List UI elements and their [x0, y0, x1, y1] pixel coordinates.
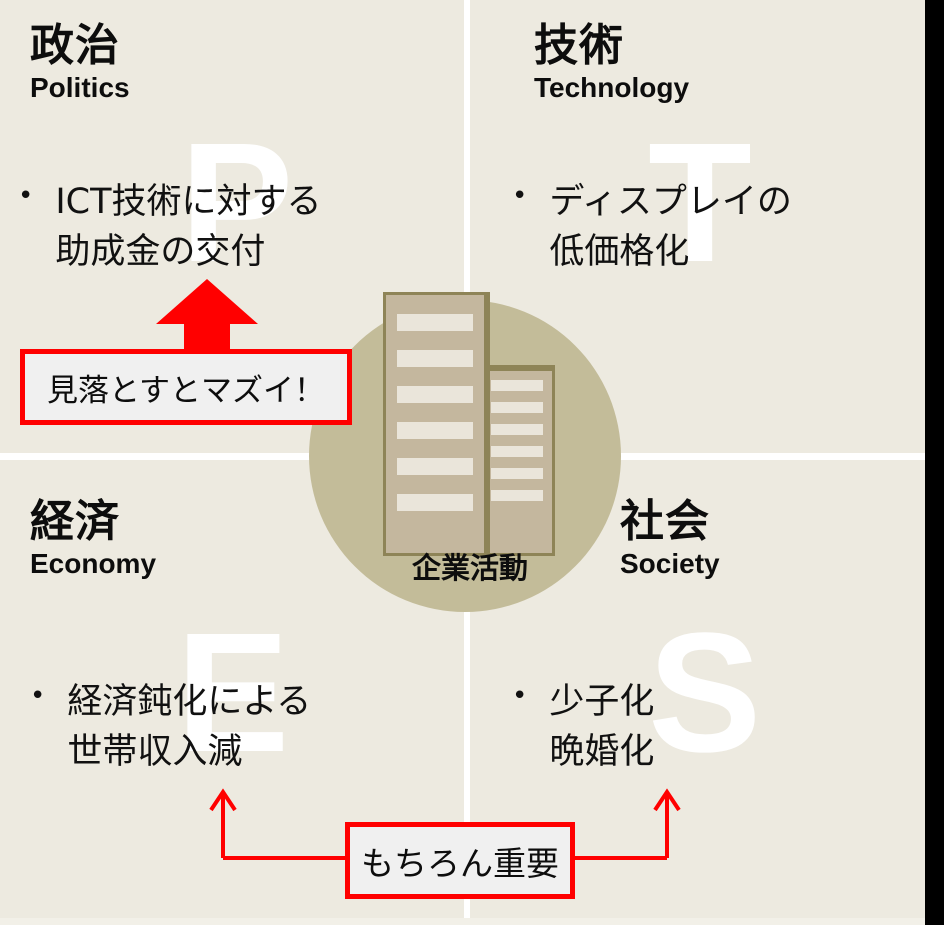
quadrant-economy-title-jp: 経済	[30, 497, 120, 546]
bullet-line: ICT技術に対する	[55, 182, 322, 222]
office-building-icon	[383, 292, 555, 556]
bullet-marker: •	[30, 681, 46, 711]
bullet-line: 助成金の交付	[55, 231, 266, 272]
bottom-strip	[0, 918, 925, 925]
bullet-marker: •	[18, 181, 34, 211]
bullet-line: 世帯収入減	[67, 731, 243, 772]
quadrant-politics-title-en: Politics	[30, 71, 130, 103]
thick-up-arrow-icon	[156, 279, 258, 359]
quadrant-politics-bullet-text: ICT技術に対する 助成金の交付	[55, 178, 448, 277]
quadrant-economy-heading: 経済 Economy	[30, 498, 156, 579]
bullet-line: 経済鈍化による	[67, 682, 312, 722]
quadrant-technology-bullet: • ディスプレイの 低価格化	[512, 178, 932, 277]
bullet-line: ディスプレイの	[549, 182, 792, 222]
quadrant-society-title-jp: 社会	[620, 497, 710, 546]
right-black-band	[925, 0, 944, 925]
quadrant-economy-bullet-text: 経済鈍化による 世帯収入減	[67, 678, 460, 777]
center-building-label: 企業活動	[411, 553, 528, 585]
callout-top[interactable]: 見落とすとマズイ！	[20, 349, 352, 425]
quadrant-society-bullet-text: 少子化 晩婚化	[549, 678, 912, 777]
quadrant-technology-title-jp: 技術	[534, 21, 624, 70]
watermark-letter-p: P	[180, 108, 294, 298]
bullet-line: 少子化	[549, 682, 655, 722]
bullet-marker: •	[512, 181, 528, 211]
quadrant-politics-bullet: • ICT技術に対する 助成金の交付	[18, 178, 448, 277]
quadrant-society-bullet: • 少子化 晩婚化	[512, 678, 912, 777]
quadrant-technology-heading: 技術 Technology	[534, 22, 689, 103]
quadrant-technology-bullet-text: ディスプレイの 低価格化	[549, 178, 932, 277]
callout-bottom[interactable]: もちろん重要	[345, 822, 575, 899]
quadrant-society-title-en: Society	[620, 547, 720, 579]
quadrant-technology-title-en: Technology	[534, 71, 690, 103]
watermark-letter-s: S	[648, 598, 762, 788]
watermark-letter-e: E	[176, 598, 290, 788]
quadrant-politics-heading: 政治 Politics	[30, 22, 130, 103]
quadrant-economy-title-en: Economy	[30, 547, 157, 579]
callout-bottom-text: もちろん重要	[361, 843, 559, 883]
watermark-letter-t: T	[648, 108, 752, 298]
quadrant-society-heading: 社会 Society	[620, 498, 720, 579]
quadrant-economy-bullet: • 経済鈍化による 世帯収入減	[30, 678, 460, 777]
quadrant-politics-title-jp: 政治	[30, 21, 120, 70]
callout-top-text: 見落とすとマズイ！	[46, 372, 326, 409]
bullet-marker: •	[512, 681, 528, 711]
bullet-line: 低価格化	[549, 231, 690, 272]
bullet-line: 晩婚化	[549, 731, 655, 772]
